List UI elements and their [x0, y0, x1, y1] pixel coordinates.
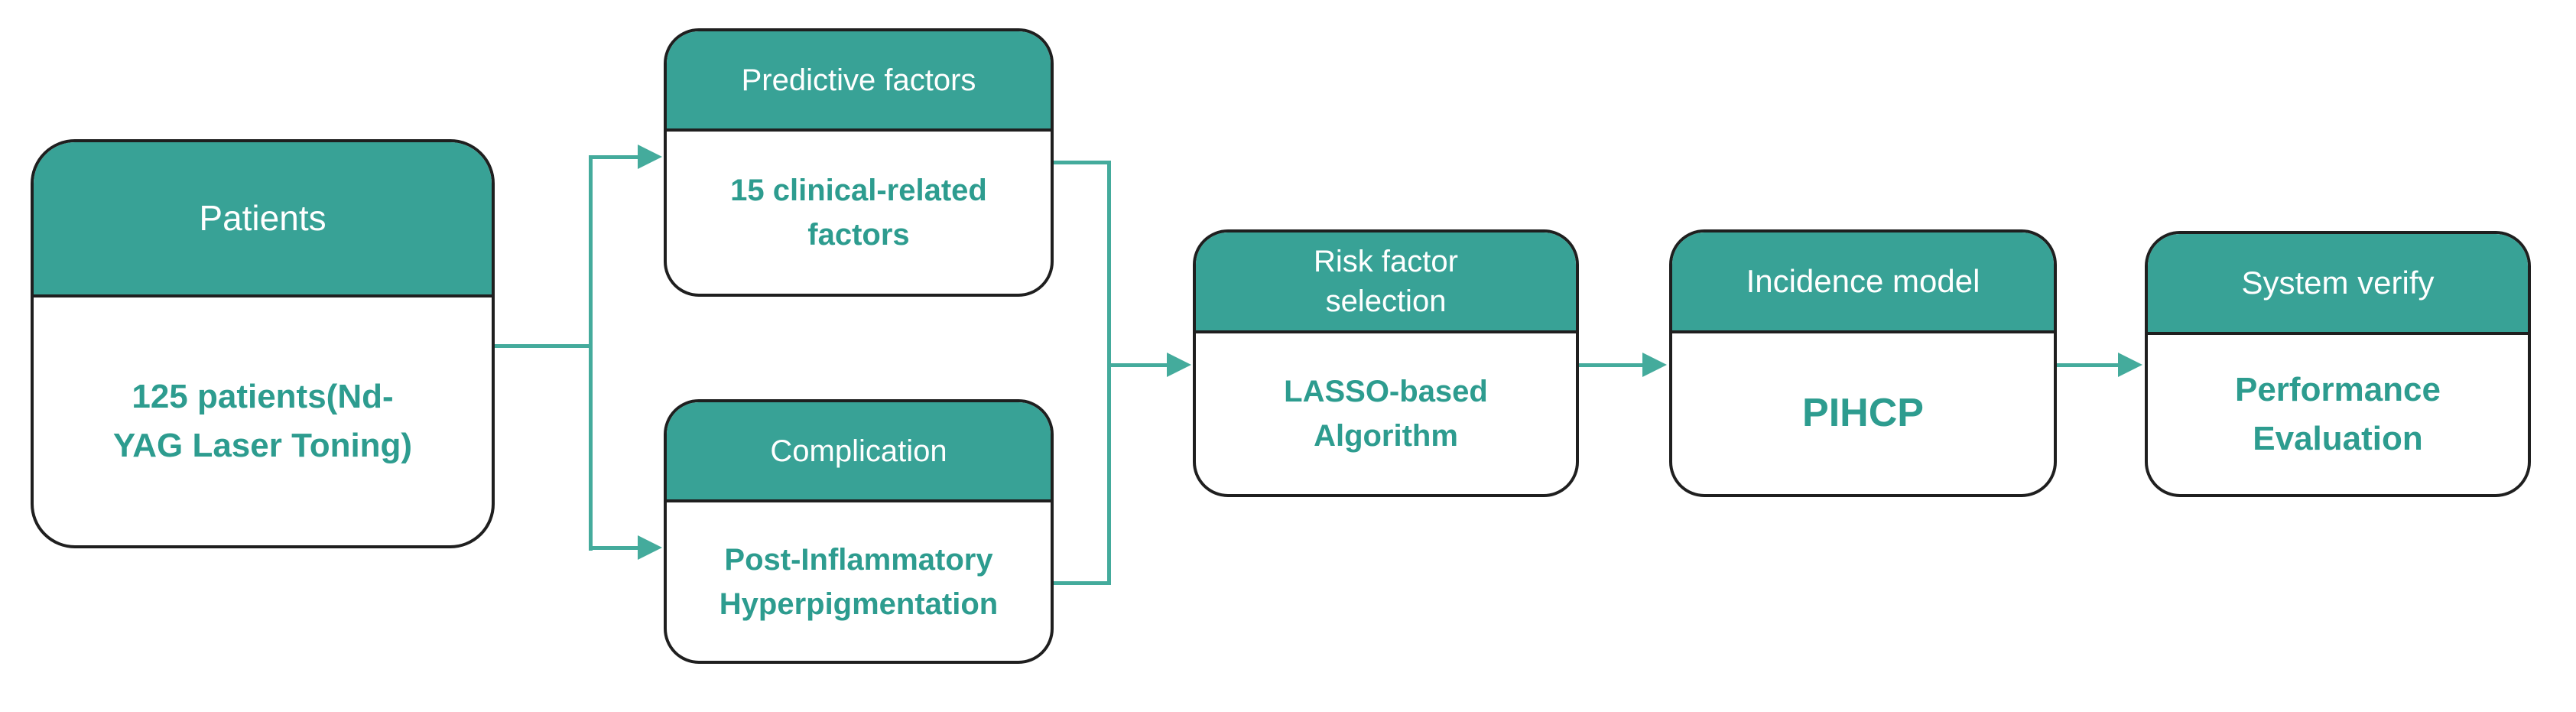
connector-complication-out	[1054, 581, 1109, 585]
node-complication-body-line: Hyperpigmentation	[719, 587, 999, 621]
connector-merge-vertical	[1107, 161, 1111, 585]
node-risk-factor-selection-body-line: Algorithm	[1314, 419, 1458, 453]
node-complication: Complication Post-Inflammatory Hyperpigm…	[664, 399, 1054, 664]
node-risk-factor-selection-title-line: selection	[1325, 284, 1447, 318]
node-risk-factor-selection-header: Risk factor selection	[1196, 232, 1576, 333]
node-patients-body-line: 125 patients(Nd-	[132, 378, 394, 416]
node-system-verify-title: System verify	[2241, 264, 2435, 301]
node-incidence-model-title: Incidence model	[1746, 262, 1980, 299]
node-patients: Patients 125 patients(Nd- YAG Laser Toni…	[31, 139, 495, 548]
connector-to-predictive	[589, 155, 639, 159]
node-predictive-factors-body-line: 15 clinical-related	[730, 174, 987, 207]
node-patients-header: Patients	[34, 142, 492, 297]
node-predictive-factors-header: Predictive factors	[667, 31, 1051, 132]
node-system-verify-body-line: Evaluation	[2253, 420, 2423, 457]
node-system-verify-body: Performance Evaluation	[2148, 335, 2528, 494]
arrowhead-to-risk-icon	[1167, 353, 1191, 377]
arrowhead-to-system-icon	[2118, 353, 2142, 377]
node-risk-factor-selection-body-line: LASSO-based	[1284, 375, 1488, 408]
node-patients-title: Patients	[199, 197, 326, 238]
connector-to-complication	[589, 546, 639, 550]
node-patients-body-line: YAG Laser Toning)	[112, 427, 413, 464]
node-predictive-factors-body-line: factors	[807, 218, 910, 252]
arrowhead-to-complication-icon	[638, 535, 662, 560]
connector-split-vertical	[589, 155, 593, 551]
connector-patients-out	[495, 344, 590, 348]
connector-predictive-out	[1054, 161, 1109, 164]
node-predictive-factors-title: Predictive factors	[741, 63, 976, 97]
node-risk-factor-selection-body: LASSO-based Algorithm	[1196, 333, 1576, 494]
node-risk-factor-selection: Risk factor selection LASSO-based Algori…	[1193, 229, 1579, 497]
node-predictive-factors-body: 15 clinical-related factors	[667, 132, 1051, 294]
node-system-verify: System verify Performance Evaluation	[2145, 231, 2531, 497]
node-system-verify-header: System verify	[2148, 234, 2528, 335]
node-incidence-model-body: PIHCP	[1672, 333, 2054, 494]
connector-risk-to-incidence	[1579, 363, 1642, 367]
node-incidence-model-header: Incidence model	[1672, 232, 2054, 333]
node-incidence-model-body-line: PIHCP	[1802, 391, 1924, 436]
node-risk-factor-selection-title-line: Risk factor	[1314, 245, 1458, 278]
node-complication-body-line: Post-Inflammatory	[724, 542, 993, 577]
node-system-verify-body-line: Performance	[2234, 371, 2441, 409]
arrowhead-to-incidence-icon	[1642, 353, 1667, 377]
node-complication-title: Complication	[770, 434, 947, 468]
node-complication-body: Post-Inflammatory Hyperpigmentation	[667, 502, 1051, 661]
node-patients-body: 125 patients(Nd- YAG Laser Toning)	[34, 297, 492, 545]
arrowhead-to-predictive-icon	[638, 145, 662, 169]
node-incidence-model: Incidence model PIHCP	[1669, 229, 2057, 497]
connector-incidence-to-system	[2057, 363, 2118, 367]
node-predictive-factors: Predictive factors 15 clinical-related f…	[664, 28, 1054, 297]
connector-to-risk	[1107, 363, 1167, 367]
node-complication-header: Complication	[667, 402, 1051, 502]
